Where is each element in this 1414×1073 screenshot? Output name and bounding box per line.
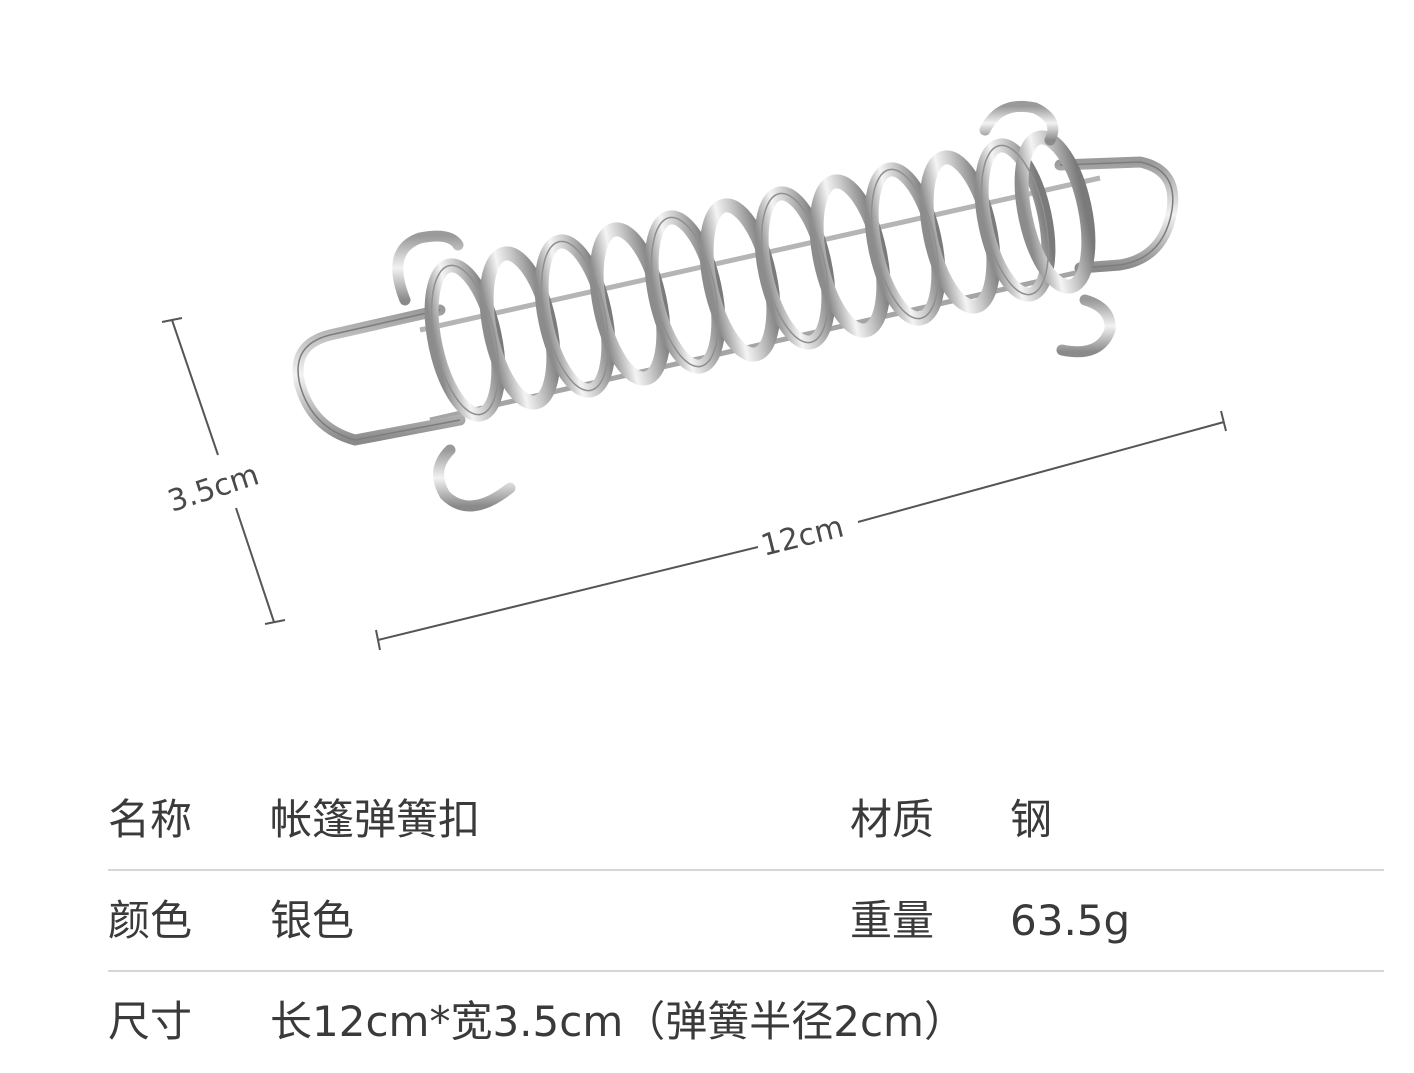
material-value: 钢 (1010, 795, 1053, 844)
height-dimension: 3.5cm (161, 317, 286, 625)
color-value: 银色 (270, 896, 355, 945)
material-label: 材质 (850, 795, 935, 844)
weight-value: 63.5g (1010, 896, 1131, 945)
size-label: 尺寸 (108, 997, 193, 1046)
height-label: 3.5cm (164, 457, 264, 519)
product-illustration: 3.5cm 12cm (161, 100, 1227, 651)
length-label: 12cm (757, 510, 847, 564)
spec-row-size: 尺寸 长12cm*宽3.5cm（弹簧半径2cm） (108, 972, 1384, 1073)
spring-buckle (292, 100, 1179, 512)
weight-label: 重量 (850, 896, 935, 945)
size-value: 长12cm*宽3.5cm（弹簧半径2cm） (270, 997, 966, 1046)
length-dimension: 12cm (375, 410, 1227, 651)
spec-table: 名称 帐篷弹簧扣 材质 钢 颜色 银色 重量 63.5g 尺寸 长12cm*宽3… (108, 770, 1384, 1073)
name-value: 帐篷弹簧扣 (270, 795, 481, 844)
spec-row-color-weight: 颜色 银色 重量 63.5g (108, 871, 1384, 972)
color-label: 颜色 (108, 896, 193, 945)
spec-row-name-material: 名称 帐篷弹簧扣 材质 钢 (108, 770, 1384, 871)
name-label: 名称 (108, 795, 193, 844)
